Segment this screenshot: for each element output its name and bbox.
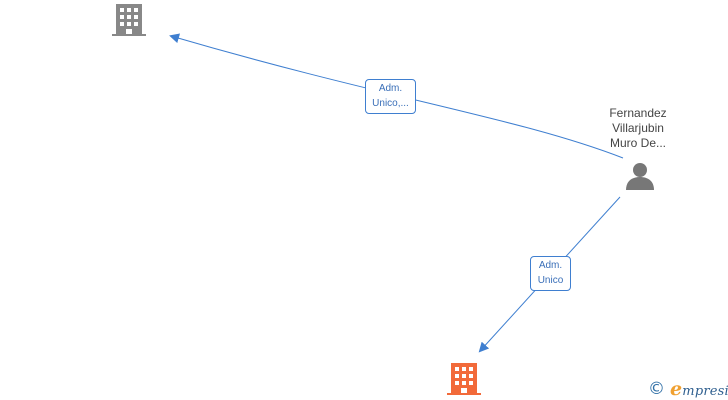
- edge-label-top-line-2: Unico,...: [372, 98, 409, 109]
- person-name-line-1: Fernandez: [609, 106, 667, 120]
- building-icon[interactable]: [112, 4, 146, 36]
- edge-label-top[interactable]: Adm. Unico,...: [365, 79, 416, 114]
- person-name-label[interactable]: Fernandez Villarjubin Muro De...: [598, 106, 678, 151]
- brand-logo-initial: e: [670, 378, 683, 400]
- building-icon[interactable]: [447, 363, 481, 395]
- edge-label-bottom-line-1: Adm.: [538, 260, 563, 271]
- person-icon[interactable]: [626, 163, 654, 190]
- copyright-icon: ©: [648, 378, 665, 399]
- person-name-line-2: Villarjubin: [612, 121, 664, 135]
- person-name-line-3: Muro De...: [609, 136, 666, 150]
- edge-label-bottom-line-2: Unico: [537, 275, 564, 286]
- edge-person-to-top-company: [169, 33, 624, 159]
- brand-logo: empresia: [670, 378, 728, 400]
- brand-logo-text: mpresia: [682, 384, 728, 399]
- edge-label-bottom[interactable]: Adm. Unico: [530, 256, 571, 291]
- brand-watermark: © empresia: [648, 378, 728, 400]
- edge-label-top-line-1: Adm.: [378, 83, 403, 94]
